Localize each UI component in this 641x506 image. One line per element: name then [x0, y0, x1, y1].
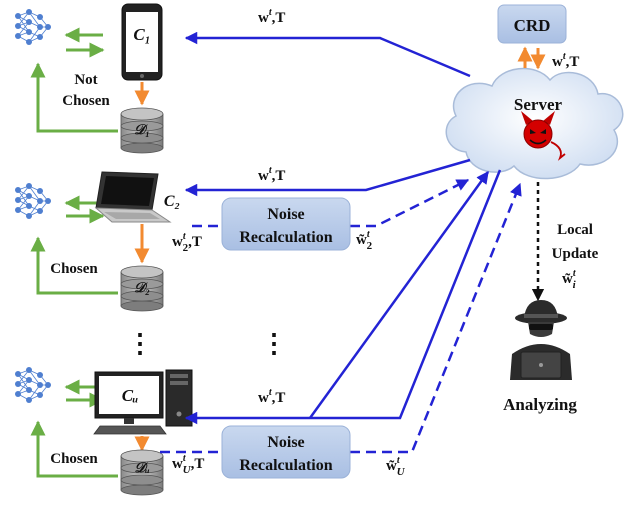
- crd-wt-label: wt,T: [552, 51, 579, 70]
- not-chosen-label-line1: Not: [74, 72, 97, 88]
- noise-recalculation-box-2: [221, 197, 351, 251]
- ellipsis-clients: ⋮: [127, 329, 153, 358]
- analyzing-label: Analyzing: [503, 395, 577, 414]
- dashed-noiseU-to-server: [350, 182, 522, 454]
- blue-arrow-server-to-clientU: [184, 169, 502, 425]
- crd-label: CRD: [514, 16, 551, 35]
- smartphone-icon: [121, 3, 163, 81]
- green-arrows-client1: [30, 27, 118, 133]
- clientU-label: Cᵤ: [122, 386, 138, 405]
- wt-label-clientU: wt,T: [258, 387, 285, 406]
- blue-arrow-server-to-client2: [184, 158, 471, 197]
- not-chosen-label-line2: Chosen: [62, 93, 110, 109]
- neural-network-icon: [14, 8, 52, 46]
- desktop-pc-icon: [93, 369, 193, 435]
- client1-label: C₁: [133, 25, 150, 44]
- blue-arrow-server-to-client1: [184, 31, 471, 78]
- datasetU-label: 𝒟ᵤ: [134, 461, 149, 476]
- devil-icon: [521, 111, 566, 161]
- noise-recalculation-box-u: [221, 425, 351, 479]
- chosen-label-client2: Chosen: [50, 261, 98, 277]
- chosen-label-clientU: Chosen: [50, 451, 98, 467]
- neural-network-icon: [14, 366, 52, 404]
- noise-box2-line1: Noise: [267, 206, 304, 223]
- server-label: Server: [514, 95, 563, 114]
- laptop-icon: [94, 171, 172, 223]
- noiseU-line1: Noise: [267, 434, 304, 451]
- noise-box2-line2: Recalculation: [239, 229, 332, 246]
- client2-label: C₂: [164, 193, 180, 210]
- noiseU-line2: Recalculation: [239, 457, 332, 474]
- dashed-noise2-to-server: [350, 178, 470, 228]
- ellipsis-middle: ⋮: [261, 329, 287, 358]
- blue-arrow-noise-u-to-server: [308, 170, 490, 419]
- neural-network-icon: [14, 182, 52, 220]
- dataset1-label: 𝒟₁: [134, 123, 150, 138]
- local-update-line1: Local: [557, 222, 593, 238]
- wt-label-client2: wt,T: [258, 165, 285, 184]
- crd-box: [497, 4, 567, 44]
- dataset2-label: 𝒟₂: [134, 281, 150, 296]
- local-update-line2: Update: [552, 246, 599, 262]
- hacker-icon: [510, 300, 572, 380]
- wt-label-client1: wt,T: [258, 7, 285, 26]
